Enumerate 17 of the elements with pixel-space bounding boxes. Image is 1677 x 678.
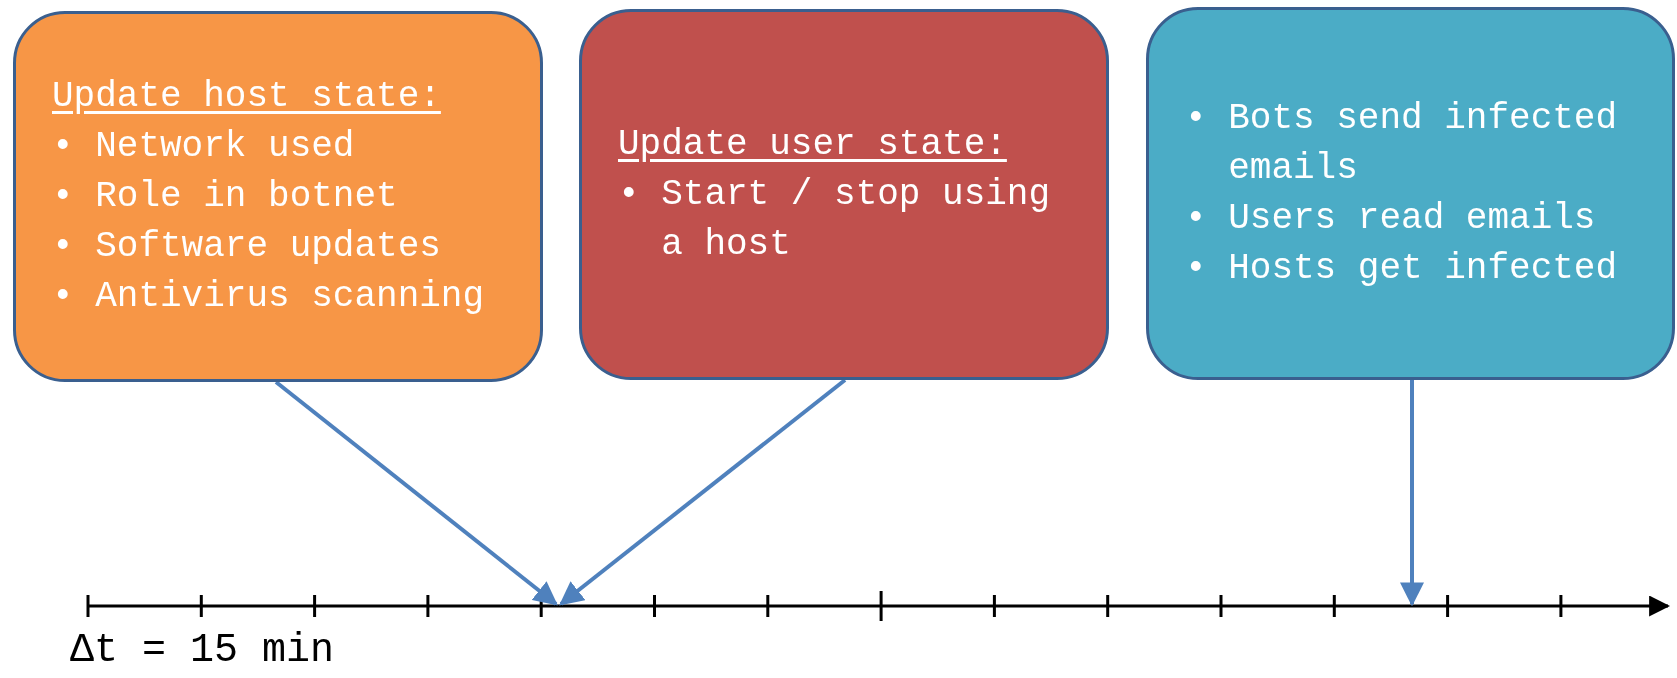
bullet-item: • Hosts get infected [1185, 246, 1618, 291]
arrow [559, 378, 847, 606]
bullet-item: • Antivirus scanning [52, 274, 485, 319]
bullet-item: • Software updates [52, 224, 441, 269]
bullet-item: • Bots send infected emails [1185, 96, 1619, 191]
arrow [1400, 380, 1424, 607]
bullet-item: • Users read emails [1185, 196, 1596, 241]
bullet-item: • Role in botnet [52, 174, 398, 219]
rounded-box [13, 11, 543, 382]
bullet-item: • Start / stop using a host [618, 172, 1052, 267]
heading: Update host state: [52, 74, 441, 119]
time-step-label: Δt = 15 min [70, 628, 335, 673]
arrow [274, 380, 558, 606]
rounded-box [579, 9, 1109, 380]
bullet-item: • Network used [52, 124, 355, 169]
rounded-box [1146, 7, 1675, 380]
heading: Update user state: [618, 122, 1007, 167]
